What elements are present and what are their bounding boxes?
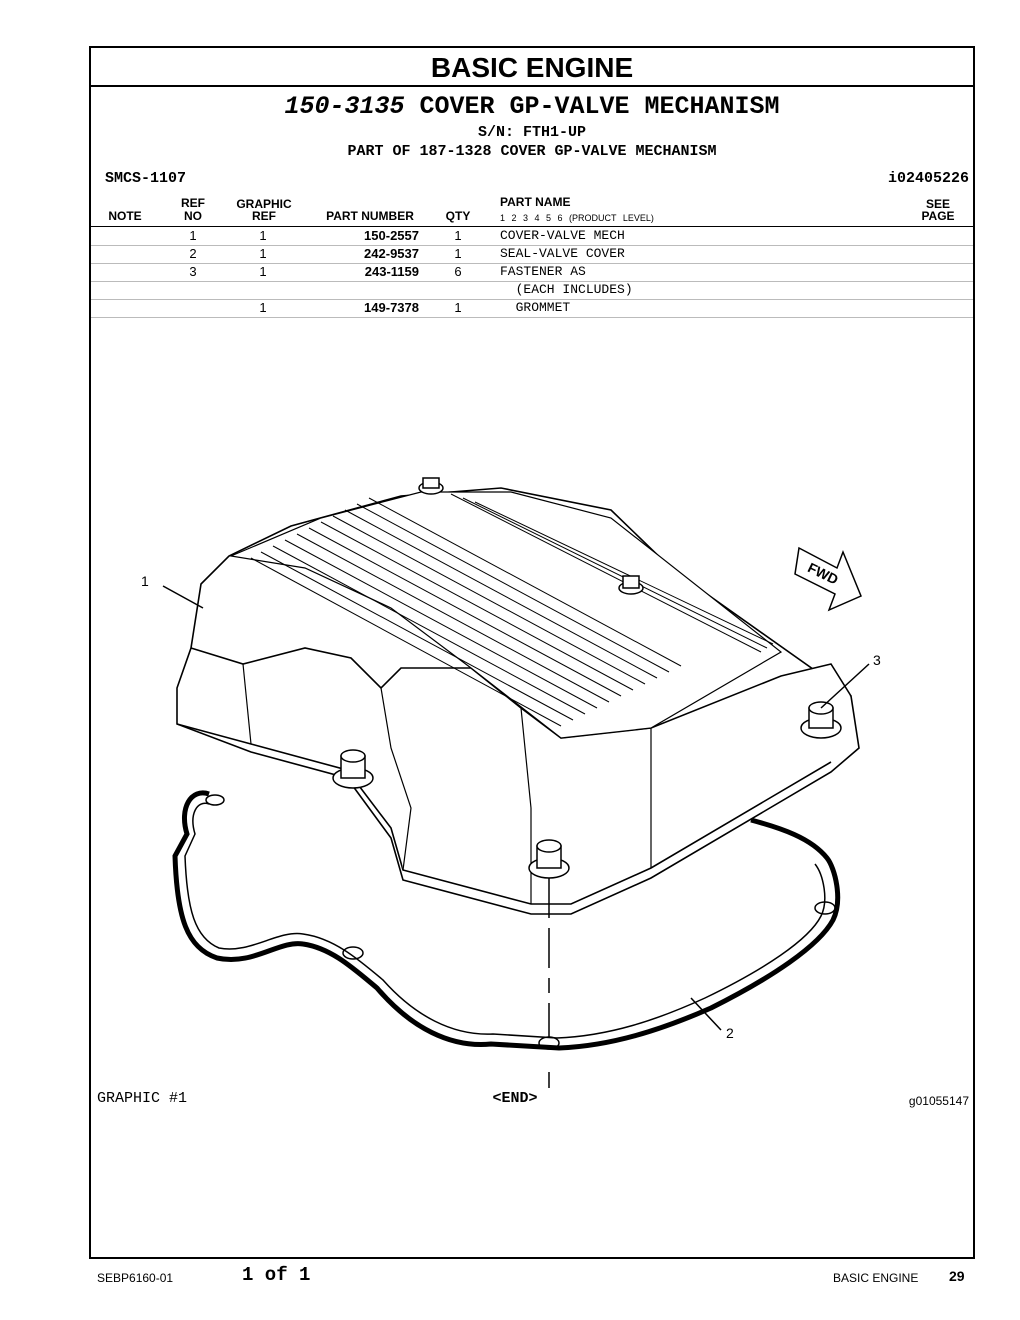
quantity: 1 (454, 300, 462, 315)
cover-ribs (250, 493, 774, 727)
callout-2: 2 (726, 1025, 734, 1041)
group-number: 150-3135 (284, 92, 405, 121)
ref-no: 3 (189, 264, 197, 279)
part-name: (EACH INCLUDES) (500, 282, 633, 297)
quantity: 1 (454, 228, 462, 243)
end-marker: <END> (492, 1090, 538, 1107)
callout-3: 3 (873, 652, 881, 668)
footer-section-title: BASIC ENGINE (833, 1271, 919, 1285)
header-page: PAGE (921, 209, 955, 223)
header-product-level: 1 2 3 4 5 6 (PRODUCT LEVEL) (500, 213, 654, 223)
header-part-number: PART NUMBER (326, 209, 414, 223)
serial-number: S/N: FTH1-UP (477, 124, 587, 141)
footer-document-number: SEBP6160-01 (97, 1271, 174, 1285)
fastener-bolts (332, 477, 842, 918)
graphic-label: GRAPHIC #1 (97, 1090, 188, 1107)
header-qty: QTY (445, 209, 471, 223)
header-graphic: GRAPHIC (236, 197, 292, 211)
part-name: FASTENER AS (500, 264, 586, 279)
graphic-ref: 1 (259, 264, 267, 279)
table-row: 1 1 150-2557 1 COVER-VALVE MECH (91, 227, 973, 246)
part-number: 149-7378 (364, 300, 419, 315)
footer-page-count: 1 of 1 (242, 1264, 311, 1286)
quantity: 1 (454, 246, 462, 261)
parts-illustration: FWD 1 3 2 (141, 477, 881, 1088)
graphic-ref: 1 (259, 246, 267, 261)
table-row: 2 1 242-9537 1 SEAL-VALVE COVER (91, 245, 973, 264)
part-number: 150-2557 (364, 228, 419, 243)
part-name: COVER-VALVE MECH (500, 228, 625, 243)
graphic-ref: 1 (259, 300, 267, 315)
header-part-name: PART NAME (500, 195, 571, 209)
part-name: GROMMET (500, 300, 571, 315)
part-of: PART OF 187-1328 COVER GP-VALVE MECHANIS… (347, 143, 717, 160)
parts-table-header: NOTE REF NO GRAPHIC REF PART NUMBER QTY … (91, 194, 973, 227)
header-see: SEE (925, 197, 950, 211)
group-name: COVER GP-VALVE MECHANISM (419, 92, 780, 121)
table-row: 3 1 243-1159 6 FASTENER AS (91, 263, 973, 282)
ref-no: 1 (189, 228, 197, 243)
part-number: 242-9537 (364, 246, 419, 261)
graphic-ref: 1 (259, 228, 267, 243)
callout-leaders (162, 585, 870, 1031)
valve-cover-seal (172, 790, 841, 1051)
table-row: 1 149-7378 1 GROMMET (91, 299, 973, 318)
part-number: 243-1159 (364, 264, 419, 279)
group-title: 150-3135 COVER GP-VALVE MECHANISM (91, 93, 973, 121)
header-ref: REF (181, 196, 205, 210)
header-graphic-ref: REF (252, 209, 276, 223)
section-title: BASIC ENGINE (91, 48, 973, 87)
callout-1: 1 (141, 573, 149, 589)
header-note: NOTE (108, 209, 142, 223)
valve-cover (176, 487, 860, 915)
graphic-id: g01055147 (908, 1094, 969, 1108)
ref-no: 2 (189, 246, 197, 261)
table-row: (EACH INCLUDES) (91, 281, 973, 300)
document-id: i02405226 (887, 170, 969, 187)
quantity: 6 (454, 264, 462, 279)
part-name: SEAL-VALVE COVER (500, 246, 625, 261)
page-frame: BASIC ENGINE 150-3135 COVER GP-VALVE MEC… (89, 46, 975, 1259)
header-no: NO (184, 209, 202, 223)
footer-page-number: 29 (949, 1268, 965, 1284)
smcs-code: SMCS-1107 (105, 170, 187, 187)
forward-arrow-icon: FWD (794, 546, 862, 612)
